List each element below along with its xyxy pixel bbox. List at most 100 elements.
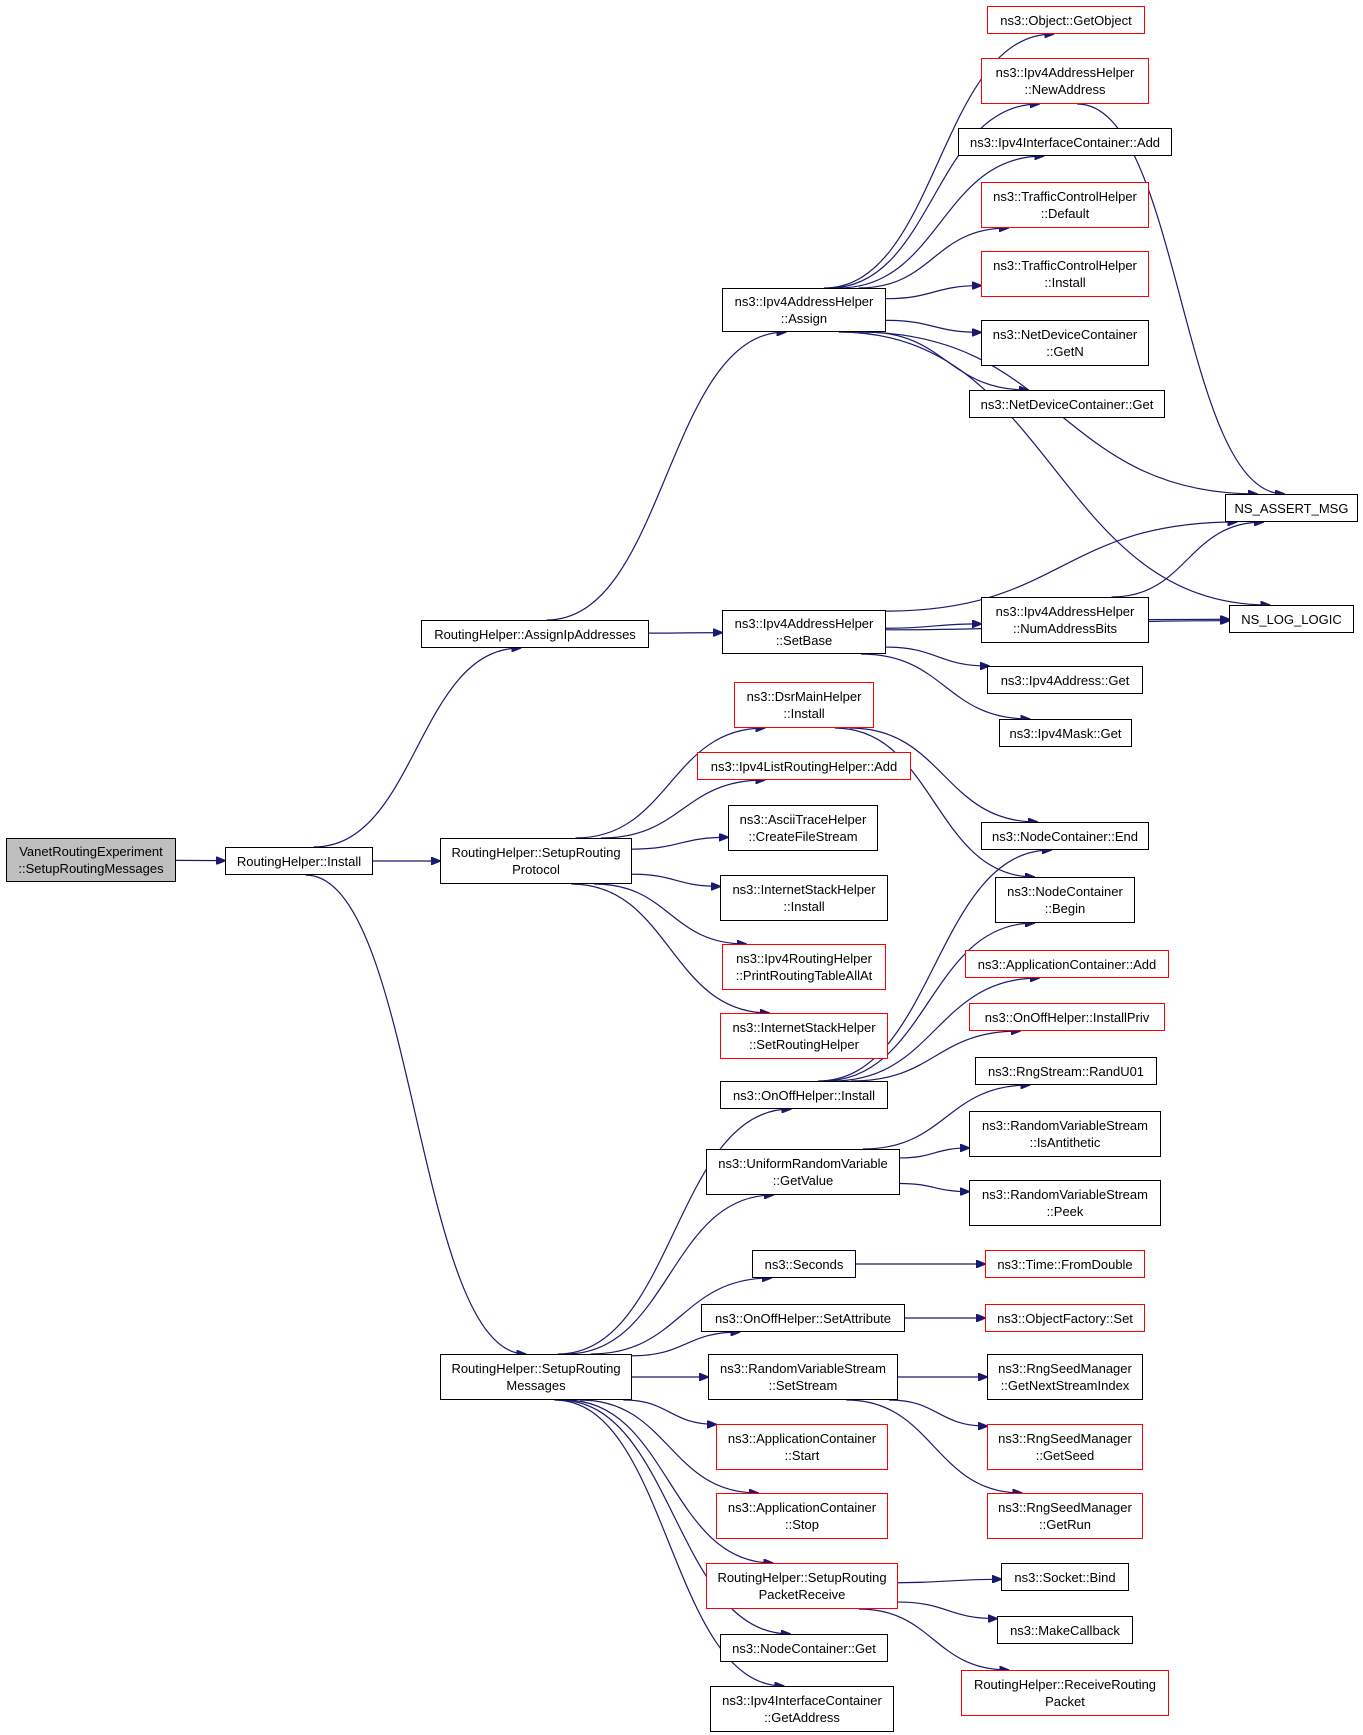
- node-label-line: ::Install: [783, 899, 825, 914]
- node-label-line: ::Install: [1044, 275, 1086, 290]
- node-onoff-setattr[interactable]: ns3::OnOffHelper::SetAttribute: [701, 1304, 905, 1332]
- edge-rh-setup-proto-to-ascii-createfile: [631, 837, 728, 850]
- node-time-fromdouble[interactable]: ns3::Time::FromDouble: [985, 1250, 1145, 1278]
- node-label-line: ns3::Ipv4Address::Get: [1000, 672, 1130, 688]
- node-label-line: ns3::RandomVariableStream: [720, 1361, 886, 1376]
- node-label-line: ns3::TrafficControlHelper: [993, 258, 1137, 273]
- edge-ipv4-assign-to-tch-install: [885, 286, 981, 300]
- node-label-line: ::Default: [1040, 206, 1090, 221]
- node-label-line: ::CreateFileStream: [748, 829, 858, 844]
- node-ascii-createfile[interactable]: ns3::AsciiTraceHelper::CreateFileStream: [728, 805, 878, 851]
- node-appc-stop[interactable]: ns3::ApplicationContainer::Stop: [716, 1493, 888, 1539]
- node-label-line: ns3::ApplicationContainer: [727, 1431, 877, 1446]
- node-objfactory-set[interactable]: ns3::ObjectFactory::Set: [985, 1304, 1145, 1332]
- node-rsm-getseed[interactable]: ns3::RngSeedManager::GetSeed: [987, 1424, 1143, 1470]
- edge-rh-setup-proto-to-ish-install: [631, 873, 720, 886]
- node-label-line: ns3::RandomVariableStream: [982, 1118, 1148, 1133]
- node-label-line: ns3::Object::GetObject: [1000, 12, 1132, 28]
- node-ipv4-numaddrbits[interactable]: ns3::Ipv4AddressHelper::NumAddressBits: [981, 597, 1149, 643]
- edge-rh-setup-msgs-to-ipv4ic-getaddress: [554, 1399, 783, 1686]
- node-onoff-install[interactable]: ns3::OnOffHelper::Install: [720, 1081, 888, 1109]
- node-onoff-installpriv[interactable]: ns3::OnOffHelper::InstallPriv: [969, 1003, 1165, 1031]
- node-makecallback[interactable]: ns3::MakeCallback: [997, 1616, 1133, 1644]
- node-tch-default[interactable]: ns3::TrafficControlHelper::Default: [981, 182, 1149, 228]
- node-label-line: ns3::RngStream::RandU01: [987, 1063, 1145, 1079]
- edge-urv-getvalue-to-rng-randu01: [862, 1085, 1030, 1150]
- edge-ipv4-setbase-to-ipv4-numaddrbits: [885, 624, 981, 629]
- node-label-line: ns3::NodeContainer::End: [992, 828, 1138, 844]
- node-label-line: ::GetValue: [772, 1173, 834, 1188]
- node-label-line: ns3::MakeCallback: [1010, 1622, 1120, 1638]
- node-nc-end[interactable]: ns3::NodeContainer::End: [981, 822, 1149, 850]
- node-rvs-isantithetic[interactable]: ns3::RandomVariableStream::IsAntithetic: [969, 1111, 1161, 1157]
- node-label-line: ::PrintRoutingTableAllAt: [735, 968, 873, 983]
- node-label-line: ns3::Seconds: [764, 1256, 844, 1272]
- node-label-line: ns3::Socket::Bind: [1014, 1569, 1116, 1585]
- edge-rh-setup-proto-to-ipv4rh-print: [594, 883, 746, 944]
- node-label-line: ns3::InternetStackHelper: [732, 1020, 876, 1035]
- node-rsm-getnextstream[interactable]: ns3::RngSeedManager::GetNextStreamIndex: [987, 1354, 1143, 1400]
- node-rh-install[interactable]: RoutingHelper::Install: [225, 847, 373, 875]
- node-label-line: ns3::NetDeviceContainer::Get: [980, 396, 1154, 412]
- node-label-line: ns3::NodeContainer::Get: [732, 1640, 876, 1656]
- node-label-line: ns3::OnOffHelper::Install: [732, 1087, 876, 1103]
- node-ipv4-assign[interactable]: ns3::Ipv4AddressHelper::Assign: [722, 288, 886, 332]
- node-label-line: RoutingHelper::SetupRouting: [451, 845, 621, 860]
- node-ns-log-logic[interactable]: NS_LOG_LOGIC: [1229, 605, 1354, 633]
- node-ipv4ic-add[interactable]: ns3::Ipv4InterfaceContainer::Add: [958, 128, 1172, 156]
- node-rvs-peek[interactable]: ns3::RandomVariableStream::Peek: [969, 1180, 1161, 1226]
- edge-onoff-install-to-nc-begin: [822, 923, 1034, 1082]
- node-label-line: ns3::NodeContainer: [1007, 884, 1123, 899]
- node-rsm-getrun[interactable]: ns3::RngSeedManager::GetRun: [987, 1493, 1143, 1539]
- node-object-getobject[interactable]: ns3::Object::GetObject: [987, 6, 1145, 34]
- node-label-line: ::Peek: [1046, 1204, 1084, 1219]
- node-rh-assign-ip[interactable]: RoutingHelper::AssignIpAddresses: [421, 620, 649, 648]
- node-ndc-get[interactable]: ns3::NetDeviceContainer::Get: [969, 390, 1165, 418]
- node-rvs-setstream[interactable]: ns3::RandomVariableStream::SetStream: [708, 1354, 898, 1400]
- node-ipv4-newaddress[interactable]: ns3::Ipv4AddressHelper::NewAddress: [981, 58, 1149, 104]
- node-ipv4-setbase[interactable]: ns3::Ipv4AddressHelper::SetBase: [722, 610, 886, 654]
- node-appc-add[interactable]: ns3::ApplicationContainer::Add: [965, 950, 1169, 978]
- edge-rh-setup-msgs-to-onoff-install: [557, 1109, 791, 1355]
- node-seconds[interactable]: ns3::Seconds: [752, 1250, 856, 1278]
- node-ndc-getn[interactable]: ns3::NetDeviceContainer::GetN: [981, 320, 1149, 366]
- node-socket-bind[interactable]: ns3::Socket::Bind: [1001, 1563, 1129, 1591]
- node-label-line: ns3::UniformRandomVariable: [718, 1156, 888, 1171]
- node-tch-install[interactable]: ns3::TrafficControlHelper::Install: [981, 251, 1149, 297]
- node-nc-get[interactable]: ns3::NodeContainer::Get: [720, 1634, 888, 1662]
- node-root[interactable]: VanetRoutingExperiment::SetupRoutingMess…: [6, 838, 176, 882]
- node-ns-assert-msg[interactable]: NS_ASSERT_MSG: [1225, 494, 1358, 522]
- edge-rh-setup-msgs-to-seconds: [590, 1278, 771, 1355]
- node-label-line: ::GetSeed: [1035, 1448, 1095, 1463]
- node-appc-start[interactable]: ns3::ApplicationContainer::Start: [716, 1424, 888, 1470]
- node-ish-setrouting[interactable]: ns3::InternetStackHelper::SetRoutingHelp…: [720, 1013, 888, 1059]
- node-ipv4mask-get[interactable]: ns3::Ipv4Mask::Get: [999, 719, 1132, 747]
- edge-ipv4-assign-to-ipv4-newaddress: [829, 104, 1039, 289]
- node-label-line: Protocol: [512, 862, 560, 877]
- node-ish-install[interactable]: ns3::InternetStackHelper::Install: [720, 875, 888, 921]
- node-dsr-install[interactable]: ns3::DsrMainHelper::Install: [734, 682, 874, 728]
- node-nc-begin[interactable]: ns3::NodeContainer::Begin: [995, 877, 1135, 923]
- edge-ipv4-setbase-to-ns-assert-msg: [885, 522, 1236, 612]
- node-ipv4rh-print[interactable]: ns3::Ipv4RoutingHelper::PrintRoutingTabl…: [722, 944, 886, 990]
- edge-rh-install-to-rh-assign-ip: [313, 648, 521, 848]
- edge-dsr-install-to-nc-begin: [834, 727, 1034, 877]
- node-label-line: ns3::Ipv4InterfaceContainer::Add: [969, 134, 1161, 150]
- node-urv-getvalue[interactable]: ns3::UniformRandomVariable::GetValue: [706, 1149, 900, 1195]
- node-label-line: RoutingHelper::ReceiveRouting: [973, 1677, 1157, 1692]
- node-ipv4address-get[interactable]: ns3::Ipv4Address::Get: [987, 666, 1143, 694]
- edge-rh-setup-proto-to-ish-setrouting: [571, 883, 769, 1013]
- node-label-line: ns3::Ipv4InterfaceContainer: [722, 1693, 882, 1708]
- node-label-line: NS_LOG_LOGIC: [1241, 611, 1342, 627]
- node-label-line: ::Start: [784, 1448, 820, 1463]
- node-ipv4ic-getaddress[interactable]: ns3::Ipv4InterfaceContainer::GetAddress: [710, 1686, 894, 1732]
- node-rng-randu01[interactable]: ns3::RngStream::RandU01: [975, 1057, 1157, 1085]
- edge-urv-getvalue-to-rvs-peek: [899, 1182, 969, 1191]
- edge-ipv4-newaddress-to-ns-assert-msg: [1077, 103, 1284, 494]
- edge-rh-setup-proto-to-dsr-install: [575, 728, 765, 839]
- node-ipv4list-add[interactable]: ns3::Ipv4ListRoutingHelper::Add: [697, 752, 911, 780]
